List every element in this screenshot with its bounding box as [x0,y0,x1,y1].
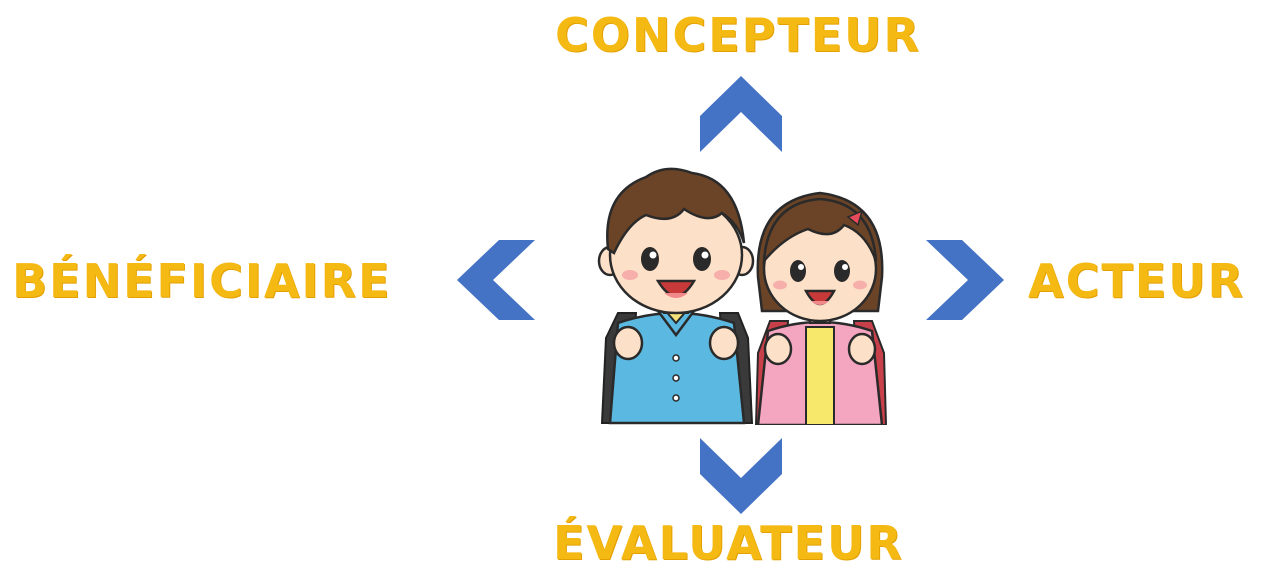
chevron-up-icon [700,76,782,152]
chevron-left-icon [457,240,535,320]
girl-figure-icon [754,191,888,425]
role-label-beneficiaire: BÉNÉFICIAIRE [12,254,392,308]
students-illustration-icon [597,167,888,425]
role-label-evaluateur: ÉVALUATEUR [553,516,904,570]
chevron-down-icon [700,438,782,514]
role-label-concepteur: CONCEPTEUR [555,8,921,62]
boy-figure-icon [597,167,755,425]
chevron-right-icon [926,240,1004,320]
role-label-acteur: ACTEUR [1028,254,1245,308]
